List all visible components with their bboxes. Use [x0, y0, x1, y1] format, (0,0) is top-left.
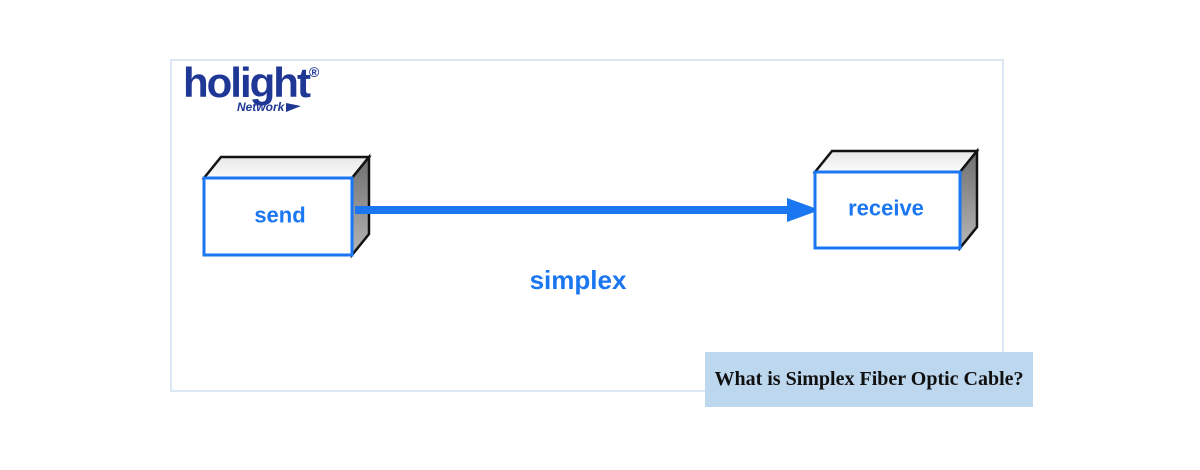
- caption-text: What is Simplex Fiber Optic Cable?: [714, 368, 1024, 390]
- registered-trademark-icon: ®: [308, 64, 320, 80]
- arrow-head-icon: [787, 198, 820, 222]
- receive-node: receive: [812, 147, 980, 252]
- brand-logo: holight® Network: [183, 59, 320, 114]
- send-node: send: [201, 153, 372, 259]
- flow-type-label: simplex: [530, 265, 627, 295]
- logo-subtitle-text: Network: [236, 100, 285, 115]
- logo-brand-text: holight: [183, 59, 311, 106]
- receive-box-front-face: [813, 170, 962, 250]
- logo-swoosh-icon: [286, 102, 302, 112]
- send-box-top-face: [201, 155, 372, 180]
- caption-banner: What is Simplex Fiber Optic Cable?: [705, 352, 1033, 407]
- send-label: send: [254, 203, 305, 228]
- simplex-arrow: [355, 198, 820, 222]
- receive-box-top-face: [812, 149, 980, 174]
- receive-label: receive: [848, 196, 924, 221]
- logo-subtitle: Network: [183, 100, 319, 114]
- logo-wordmark: holight®: [183, 59, 320, 106]
- send-box-front-face: [202, 176, 354, 257]
